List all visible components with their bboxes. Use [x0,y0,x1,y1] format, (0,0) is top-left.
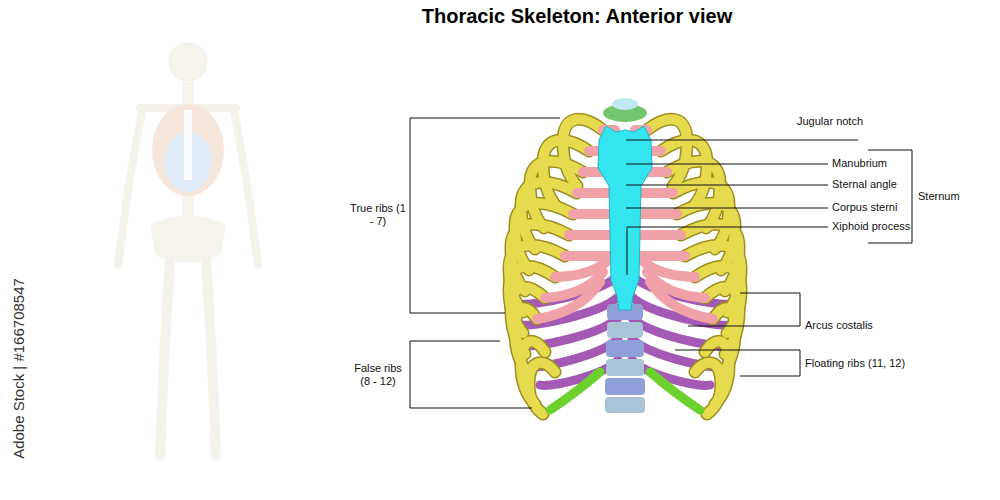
leg-left [160,258,170,455]
ribcage [152,104,224,196]
costal-cartilage [573,209,615,219]
group-label: True ribs (1 - 7) [349,202,407,228]
vertebra [606,340,644,357]
part-label: Corpus sterni [832,201,897,214]
part-label: Arcus costalis [805,319,873,332]
part-label: Manubrium [832,157,887,170]
bracket [675,350,800,376]
diagram-title: Thoracic Skeleton: Anterior view [327,5,827,28]
bracket [410,118,560,313]
skeleton-figure [118,43,258,455]
leader-lines [410,118,912,408]
vertebra [605,378,645,395]
arm-left [118,110,142,265]
vertebra [606,359,644,376]
part-label: Sternal angle [832,178,897,191]
leader-line [626,164,828,165]
skull [169,43,207,81]
leader-line [626,208,828,209]
leader-line [626,140,858,141]
sternum-small [184,110,192,180]
group-label: False ribs (8 - 12) [349,362,407,388]
vertebra [607,322,643,338]
costal-cartilage [569,230,615,240]
arm-right [234,110,258,265]
leader-line [627,227,828,275]
leg-right [206,258,216,455]
sternum [598,126,652,310]
vertebra [605,397,645,413]
pelvis [150,215,226,263]
costal-cartilage [537,282,600,319]
part-label: Jugular notch [797,115,863,128]
group-label: Floating ribs (11, 12) [805,357,905,370]
vertebra [612,98,638,110]
group-label: Sternum [918,190,960,203]
bracket [688,293,800,326]
watermark: Adobe Stock | #166708547 [10,278,27,459]
part-label: Xiphoid process [832,220,910,233]
floating-rib-tip [550,372,600,410]
bracket [410,341,532,408]
leader-line [626,185,828,186]
